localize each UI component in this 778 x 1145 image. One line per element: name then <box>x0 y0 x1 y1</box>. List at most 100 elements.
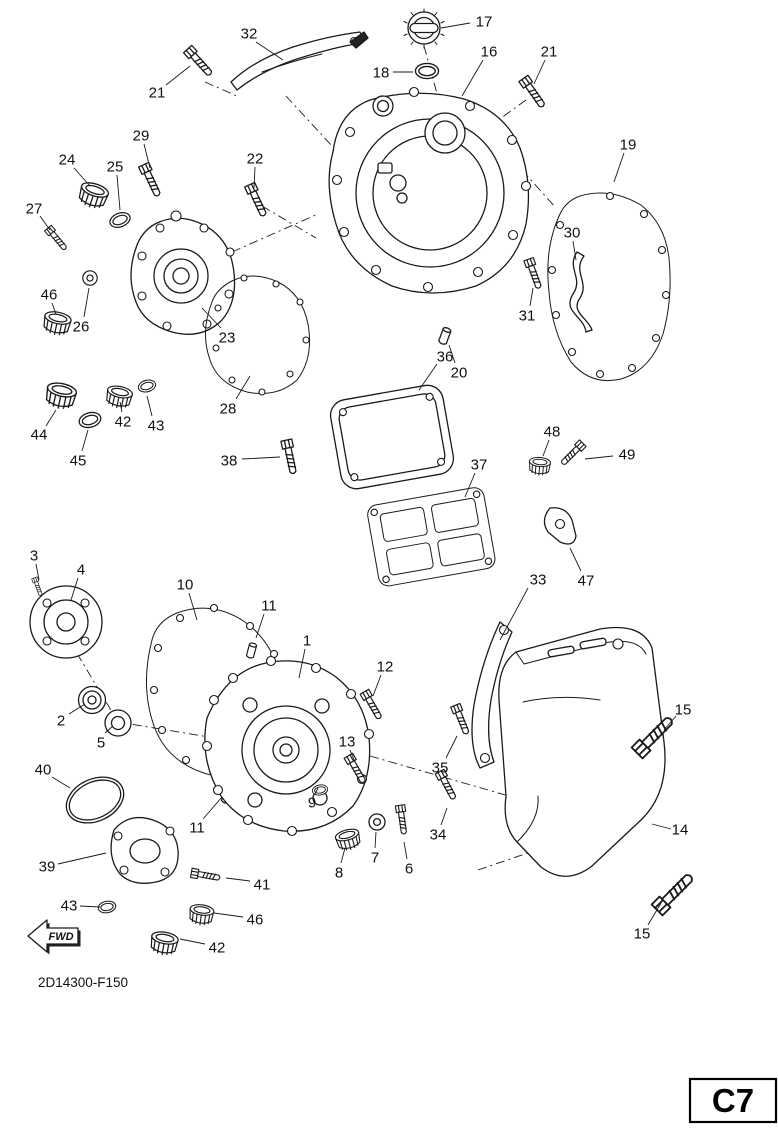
callout-leader-15 <box>647 902 662 926</box>
part-pickup-cover-36 <box>329 384 455 490</box>
callout-leader-38 <box>241 456 281 460</box>
callout-label-22: 22 <box>247 150 264 167</box>
part-clutch-cover-16 <box>328 86 532 294</box>
part-gasket-37 <box>367 487 496 587</box>
part-gasket-28 <box>205 274 311 396</box>
callout-leader-5 <box>104 725 114 734</box>
callout-label-17: 17 <box>476 13 493 30</box>
part-holder-47 <box>543 507 577 545</box>
callout-label-44: 44 <box>31 426 48 443</box>
callout-leader-29 <box>143 143 151 169</box>
callout-label-15: 15 <box>675 701 692 718</box>
callout-leader-1 <box>298 648 306 679</box>
callout-leader-48 <box>542 439 550 457</box>
callout-label-15: 15 <box>634 925 651 942</box>
callout-leader-26 <box>83 287 90 318</box>
callout-label-39: 39 <box>39 858 56 875</box>
callout-label-16: 16 <box>481 43 498 60</box>
part-oring-18 <box>414 62 440 80</box>
callout-leader-4 <box>70 577 79 601</box>
callout-leader-13 <box>349 749 356 763</box>
fwd-label: FWD <box>48 931 73 943</box>
part-cover-23 <box>130 210 236 335</box>
callout-leader-39 <box>57 852 107 865</box>
part-gasket-19 <box>547 191 671 382</box>
callout-leader-14 <box>651 823 672 830</box>
callout-leader-3 <box>35 563 40 581</box>
part-oring-45 <box>76 409 104 431</box>
callout-label-49: 49 <box>619 446 636 463</box>
part-plug-48 <box>527 456 552 477</box>
part-plug-8 <box>333 826 363 854</box>
part-bolt-35 <box>450 702 472 737</box>
part-plug-46b <box>187 902 216 928</box>
bolt-holes <box>331 86 532 293</box>
callout-leader-35 <box>445 735 458 759</box>
callout-leader-21 <box>533 59 546 85</box>
callout-label-6: 6 <box>405 860 413 877</box>
callout-leader-37 <box>464 472 476 498</box>
callout-leader-10 <box>188 592 198 621</box>
callout-label-4: 4 <box>77 561 85 578</box>
callout-leader-2 <box>68 703 86 715</box>
callout-label-32: 32 <box>241 25 258 42</box>
callout-leader-40 <box>51 776 71 789</box>
callout-leader-49 <box>584 455 614 460</box>
callout-label-3: 3 <box>30 547 38 564</box>
part-bolt-15b <box>650 869 698 917</box>
callout-leader-45 <box>81 429 89 452</box>
callout-label-13: 13 <box>339 733 356 750</box>
drawing-code: 2D14300-F150 <box>38 975 128 990</box>
callout-leader-30 <box>572 240 577 261</box>
callout-label-21: 21 <box>149 84 166 101</box>
callout-leader-33 <box>499 587 529 641</box>
callout-label-26: 26 <box>73 318 90 335</box>
callout-label-33: 33 <box>530 571 547 588</box>
part-bolt-49 <box>558 439 587 468</box>
callout-leader-11 <box>255 613 265 639</box>
callout-label-46: 46 <box>247 911 264 928</box>
callout-label-31: 31 <box>519 307 536 324</box>
part-bolt-21-left <box>182 44 216 79</box>
callout-label-42: 42 <box>115 413 132 430</box>
callout-leader-23 <box>201 307 222 329</box>
callout-label-30: 30 <box>564 224 581 241</box>
callout-leader-47 <box>569 547 582 572</box>
callout-leader-43 <box>79 905 101 908</box>
callout-leader-34 <box>440 807 448 826</box>
part-crankcase-cover-1 <box>201 655 375 837</box>
callout-label-47: 47 <box>578 572 595 589</box>
callout-leader-16 <box>461 59 484 97</box>
part-plug-44 <box>43 380 79 412</box>
part-bolt-6 <box>394 804 410 836</box>
callout-label-5: 5 <box>97 734 105 751</box>
callout-label-40: 40 <box>35 761 52 778</box>
part-plug-24 <box>75 179 111 212</box>
part-oring-43b <box>96 899 118 915</box>
part-oring-25 <box>107 209 133 231</box>
callout-label-20: 20 <box>451 364 468 381</box>
callout-leader-42 <box>119 401 123 413</box>
callout-label-28: 28 <box>220 400 237 417</box>
part-plug-46a <box>40 309 73 338</box>
page-ref: C7 <box>712 1082 754 1119</box>
callout-leader-27 <box>39 215 51 231</box>
callout-leader-21 <box>165 65 191 86</box>
callout-label-2: 2 <box>57 712 65 729</box>
part-washer-26 <box>82 270 98 286</box>
callout-label-43: 43 <box>148 417 165 434</box>
callout-label-11: 11 <box>189 819 205 836</box>
part-plug-42b <box>148 929 180 958</box>
callout-label-1: 1 <box>303 632 311 649</box>
part-retainer-30 <box>569 251 593 333</box>
callout-leader-44 <box>45 409 57 427</box>
callout-leader-43 <box>146 395 153 417</box>
part-washer-7 <box>368 813 386 831</box>
part-bolt-21-right <box>518 74 549 111</box>
callout-leader-19 <box>613 152 625 183</box>
callout-leader-17 <box>440 22 471 29</box>
callout-leader-28 <box>235 375 251 400</box>
